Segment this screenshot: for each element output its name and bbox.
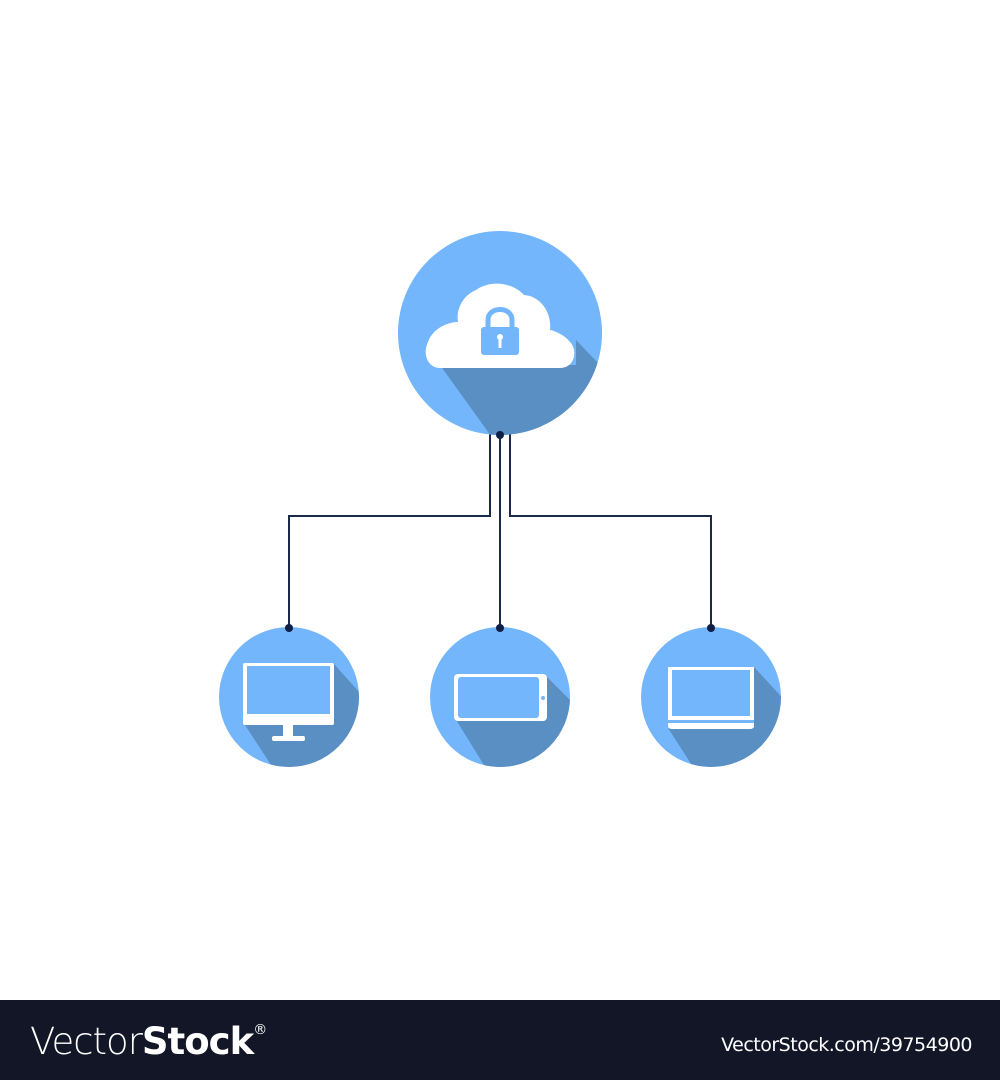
brand-light: Vector xyxy=(30,1020,143,1063)
hub-connector-dot xyxy=(496,431,504,439)
device-node-laptop xyxy=(641,627,781,767)
laptop-connector-dot xyxy=(707,624,715,632)
cloud-network-diagram xyxy=(219,231,781,767)
device-node-desktop xyxy=(219,627,359,767)
laptop-icon xyxy=(668,667,754,729)
connector-left xyxy=(288,433,491,628)
cloud-hub-node xyxy=(398,231,602,435)
tablet-landscape-icon xyxy=(454,674,547,721)
vectorstock-logo: VectorStock® xyxy=(30,1020,267,1063)
connector-dots xyxy=(285,431,715,632)
tablet-connector-dot xyxy=(496,624,504,632)
image-url: VectorStock.com/39754900 xyxy=(721,1034,972,1056)
cloud-lock-icon xyxy=(425,283,575,368)
desktop-monitor-icon xyxy=(243,663,334,741)
registered-mark: ® xyxy=(253,1022,267,1038)
device-node-tablet xyxy=(430,627,570,767)
brand-bold: Stock xyxy=(141,1020,254,1063)
long-shadow xyxy=(440,340,602,435)
connector-lines xyxy=(288,433,712,628)
watermark-footer: VectorStock® VectorStock.com/39754900 xyxy=(0,1000,1000,1080)
connector-right xyxy=(509,433,712,628)
desktop-connector-dot xyxy=(285,624,293,632)
